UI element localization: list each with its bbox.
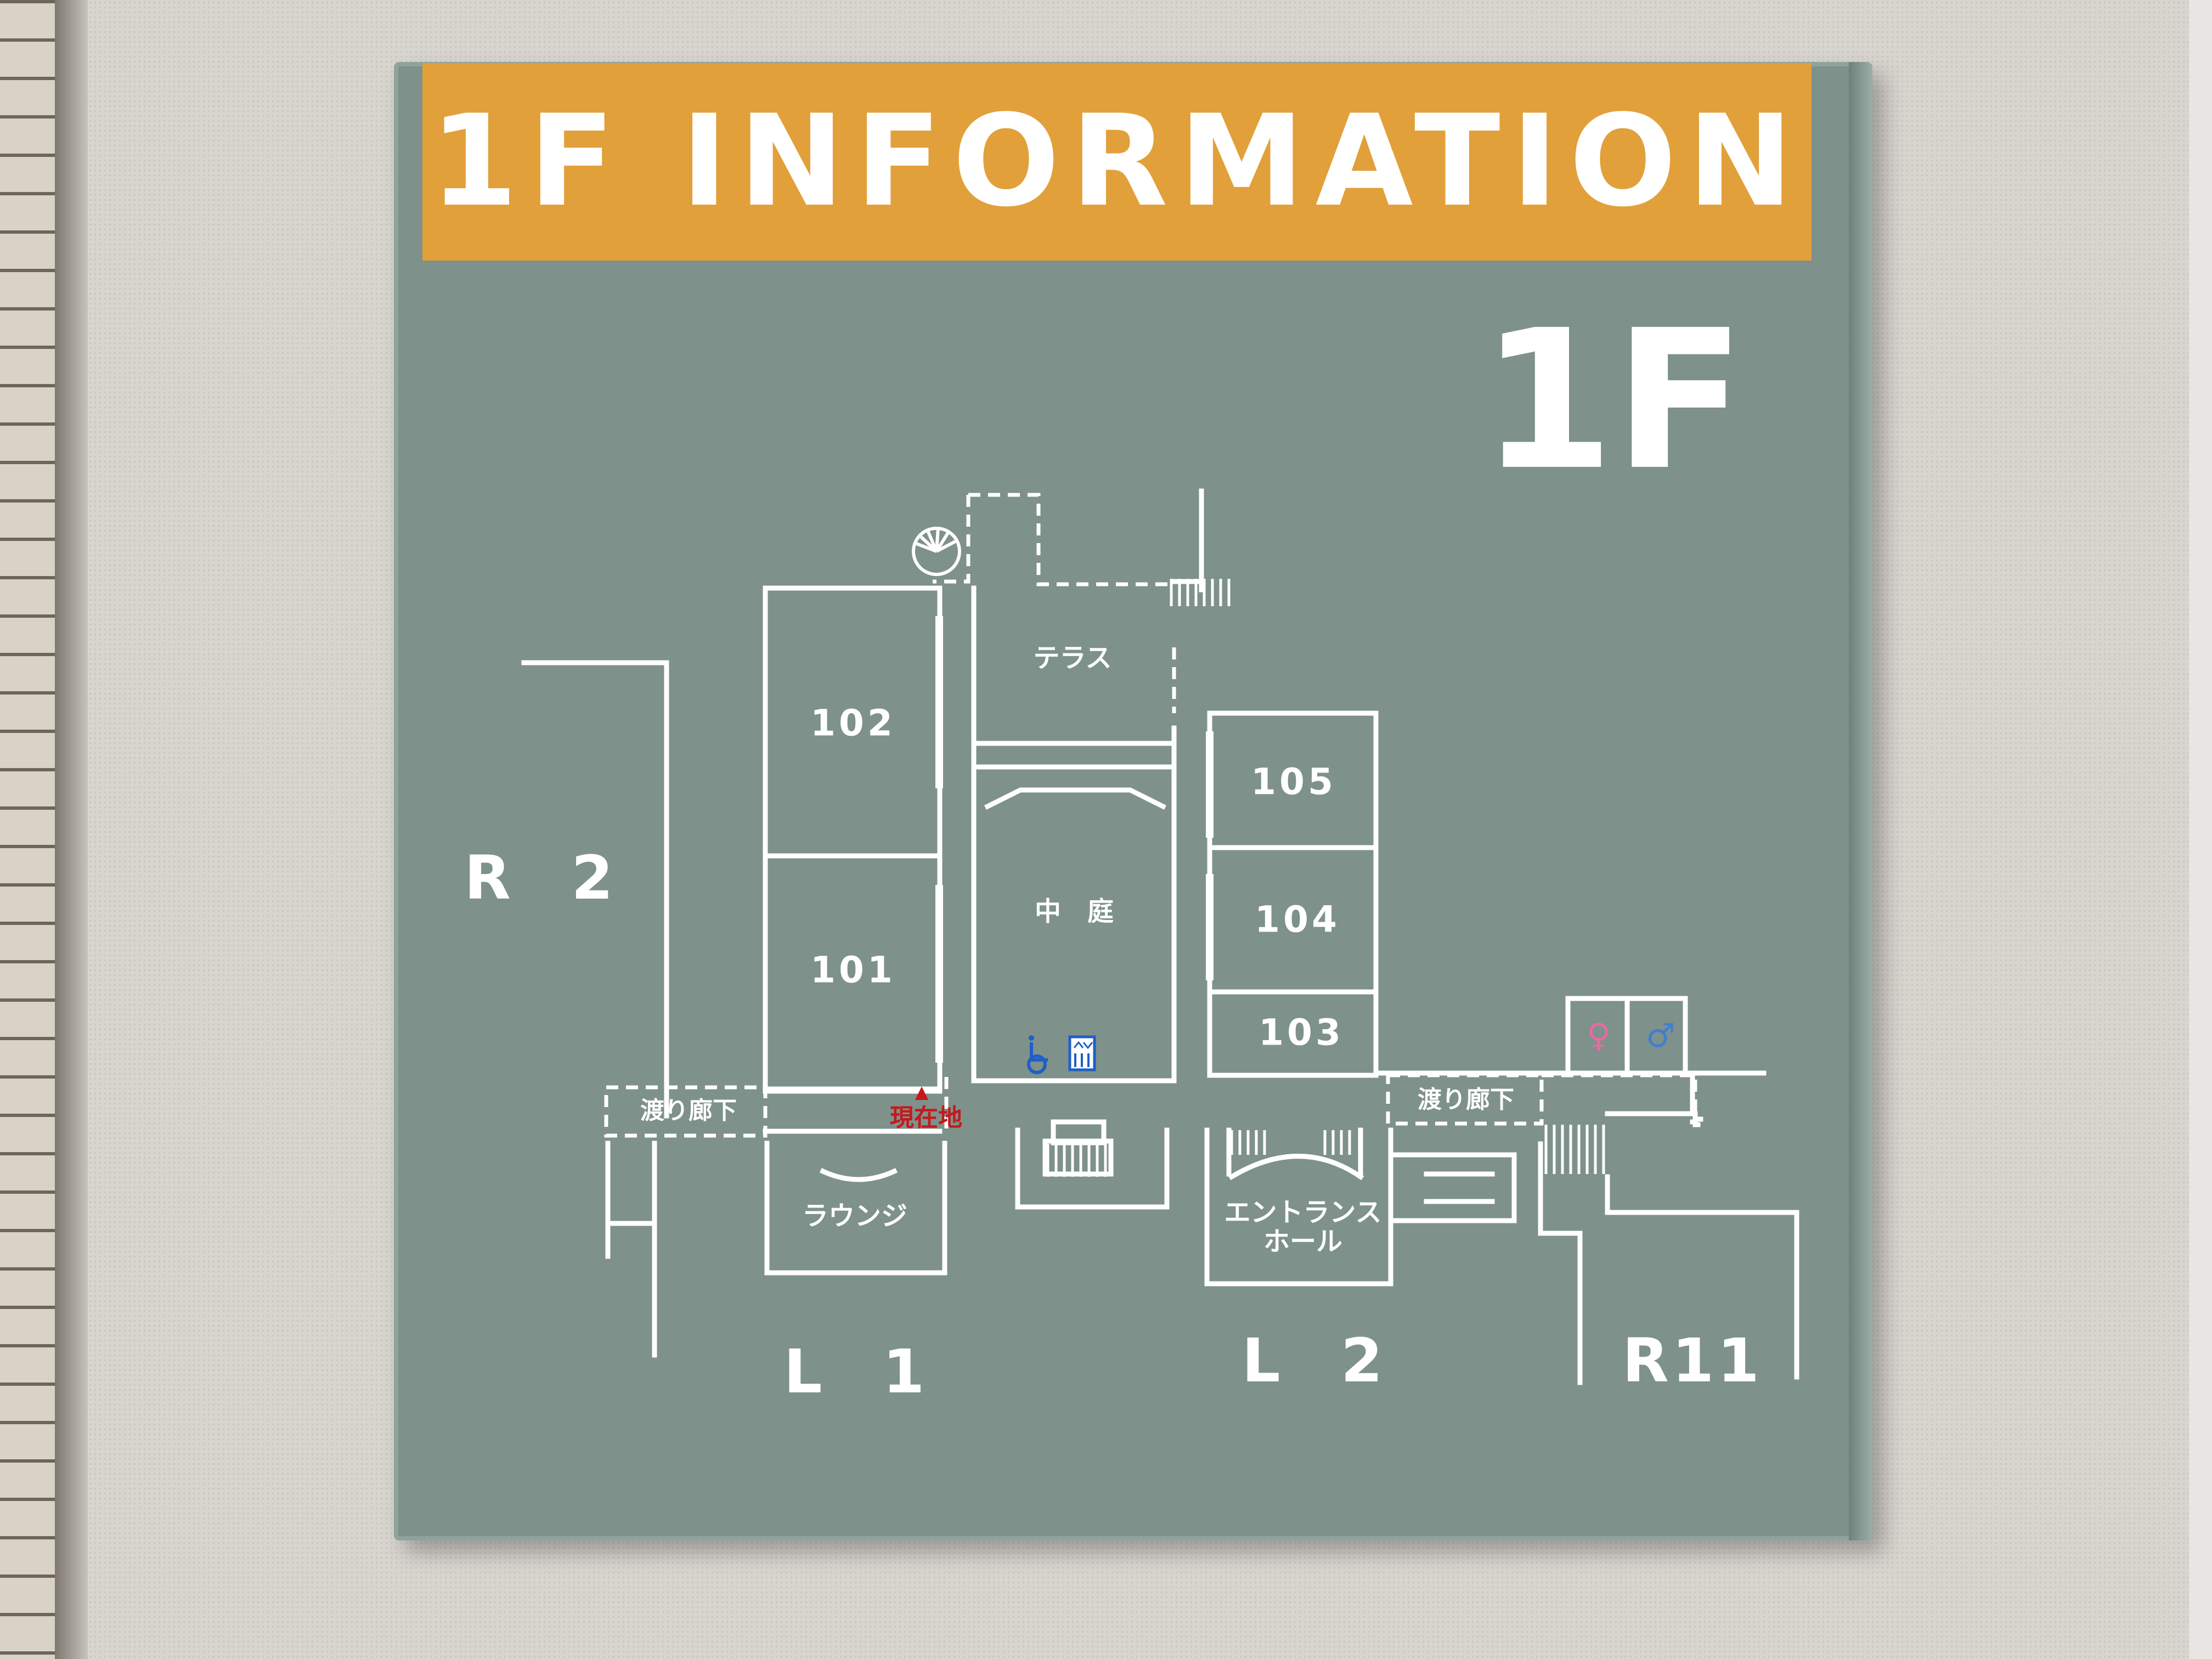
building-label-l1: L 1 (783, 1336, 945, 1407)
entrance-hall-label: エントランス ホール (1224, 1197, 1382, 1257)
room-103-label: 103 (1259, 1011, 1344, 1054)
lounge-outline (764, 1141, 947, 1276)
corridor-right-label: 渡り廊下 (1418, 1085, 1514, 1114)
right-wall (2189, 0, 2212, 1659)
r11-step (1605, 1111, 1698, 1125)
r2-outline (521, 660, 669, 1119)
corridor-left-dashed (604, 1085, 768, 1138)
stair-hatch-r11 (1544, 1125, 1605, 1174)
terrace-dashed-top (968, 493, 1169, 586)
wall-corner-shadow (55, 0, 88, 1659)
current-location-marker-icon: ▲ (915, 1081, 929, 1102)
room-104-label: 104 (1255, 898, 1340, 941)
sign-edge (1849, 62, 1872, 1541)
wall-tiles (0, 0, 55, 1659)
stair-hatch-entrance-left (1230, 1130, 1266, 1155)
corridor-right-dashed (1386, 1073, 1544, 1126)
building-label-r11: R11 (1622, 1325, 1763, 1396)
room-101-label: 101 (810, 949, 896, 991)
corridor-r11-dashed (1542, 1073, 1697, 1119)
corridor-left-label: 渡り廊下 (640, 1096, 737, 1125)
escalator-arrows (1424, 1171, 1495, 1204)
elevator-icon (1068, 1035, 1096, 1071)
floor-label: 1F (1480, 289, 1746, 512)
terrace-outline (971, 585, 1177, 1084)
stair-hatch-center (1046, 1144, 1107, 1177)
male-restroom-icon: ♂ (1646, 1017, 1675, 1055)
center-stair-box (1042, 1138, 1114, 1177)
female-restroom-icon: ♀ (1587, 1017, 1611, 1055)
corridor-right-top (1692, 1116, 1701, 1127)
building-label-r2: R 2 (464, 843, 633, 913)
room-105-label: 105 (1251, 760, 1336, 803)
room-102-label: 102 (810, 702, 896, 744)
lounge-left (605, 1141, 656, 1259)
stair-hatch-top (1170, 579, 1231, 606)
sign-title: 1F INFORMATION (430, 88, 1804, 235)
wheelchair-icon (1020, 1035, 1051, 1074)
title-band (422, 63, 1812, 261)
spiral-stair-icon (912, 527, 961, 576)
r11-outline (1538, 1141, 1583, 1385)
r11-top (1605, 1174, 1799, 1380)
courtyard-label: 中 庭 (1034, 896, 1114, 927)
building-label-l2: L 2 (1242, 1325, 1403, 1396)
lounge-label: ラウンジ (802, 1200, 908, 1232)
room-block-101-102 (763, 585, 943, 1094)
terrace-label: テラス (1033, 642, 1112, 674)
courtyard-arch (984, 787, 1167, 810)
current-location-label: 現在地 (890, 1104, 962, 1132)
entrance-arch (1228, 1154, 1364, 1181)
center-stair-outline (1015, 1127, 1170, 1210)
information-sign (394, 62, 1872, 1541)
terrace-dashed-left (933, 495, 970, 584)
stair-hatch-entrance-right (1323, 1130, 1351, 1155)
lounge-sofa (820, 1168, 898, 1182)
escalator-box (1388, 1152, 1517, 1223)
